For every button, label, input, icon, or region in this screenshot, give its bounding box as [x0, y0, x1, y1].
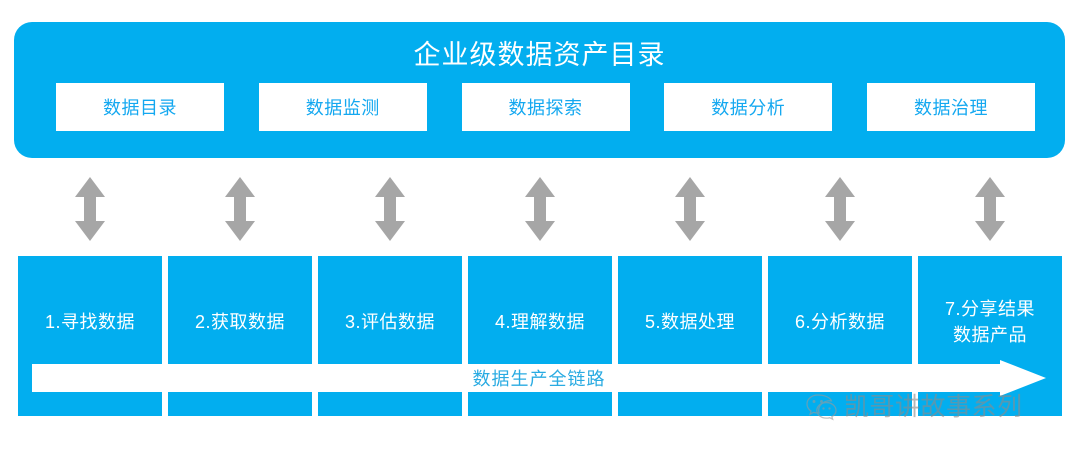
pipeline-step-label: 5.数据处理 [644, 312, 735, 332]
capability-tab-data-exploration[interactable]: 数据探索 [461, 83, 630, 131]
watermark: 凯哥讲故事系列 [806, 388, 1023, 426]
pipeline-step-label: 1.寻找数据 [44, 312, 135, 332]
capability-tab-data-governance[interactable]: 数据治理 [867, 83, 1035, 131]
capability-tab-label: 数据目录 [103, 98, 177, 118]
double-arrow-icon [75, 177, 105, 241]
double-arrow-icon [525, 177, 555, 241]
pipeline-step-label: 2.获取数据 [194, 312, 285, 332]
connector-arrow-7 [918, 170, 1062, 248]
connector-arrow-3 [318, 170, 462, 248]
pipeline-step-label: 6.分析数据 [794, 312, 885, 332]
double-arrow-icon [375, 177, 405, 241]
connector-arrow-5 [618, 170, 762, 248]
page-title: 企业级数据资产目录 [413, 40, 666, 70]
connector-arrow-4 [468, 170, 612, 248]
capability-tab-data-monitoring[interactable]: 数据监测 [258, 83, 427, 131]
pipeline-step-label: 3.评估数据 [344, 312, 435, 332]
connector-arrow-band [18, 170, 1062, 248]
connector-arrow-1 [18, 170, 162, 248]
wechat-icon [806, 393, 837, 421]
capability-tab-label: 数据治理 [914, 98, 988, 118]
pipeline-step-label: 7.分享结果 数据产品 [944, 299, 1035, 345]
capability-tab-data-analysis[interactable]: 数据分析 [664, 83, 833, 131]
double-arrow-icon [675, 177, 705, 241]
enterprise-data-catalog-banner: 企业级数据资产目录 数据目录 数据监测 数据探索 数据分析 数据治理 [14, 22, 1065, 158]
double-arrow-icon [975, 177, 1005, 241]
capability-tab-data-catalog[interactable]: 数据目录 [56, 83, 224, 131]
watermark-text: 凯哥讲故事系列 [844, 393, 1023, 421]
double-arrow-icon [225, 177, 255, 241]
data-chain-arrow [32, 360, 1046, 396]
connector-arrow-6 [768, 170, 912, 248]
connector-arrow-2 [168, 170, 312, 248]
capability-tab-group: 数据目录 数据监测 数据探索 数据分析 数据治理 [56, 83, 1035, 131]
pipeline-step-label: 4.理解数据 [494, 312, 585, 332]
capability-tab-label: 数据分析 [711, 98, 786, 118]
capability-tab-label: 数据探索 [508, 98, 583, 118]
capability-tab-label: 数据监测 [305, 98, 380, 118]
double-arrow-icon [825, 177, 855, 241]
